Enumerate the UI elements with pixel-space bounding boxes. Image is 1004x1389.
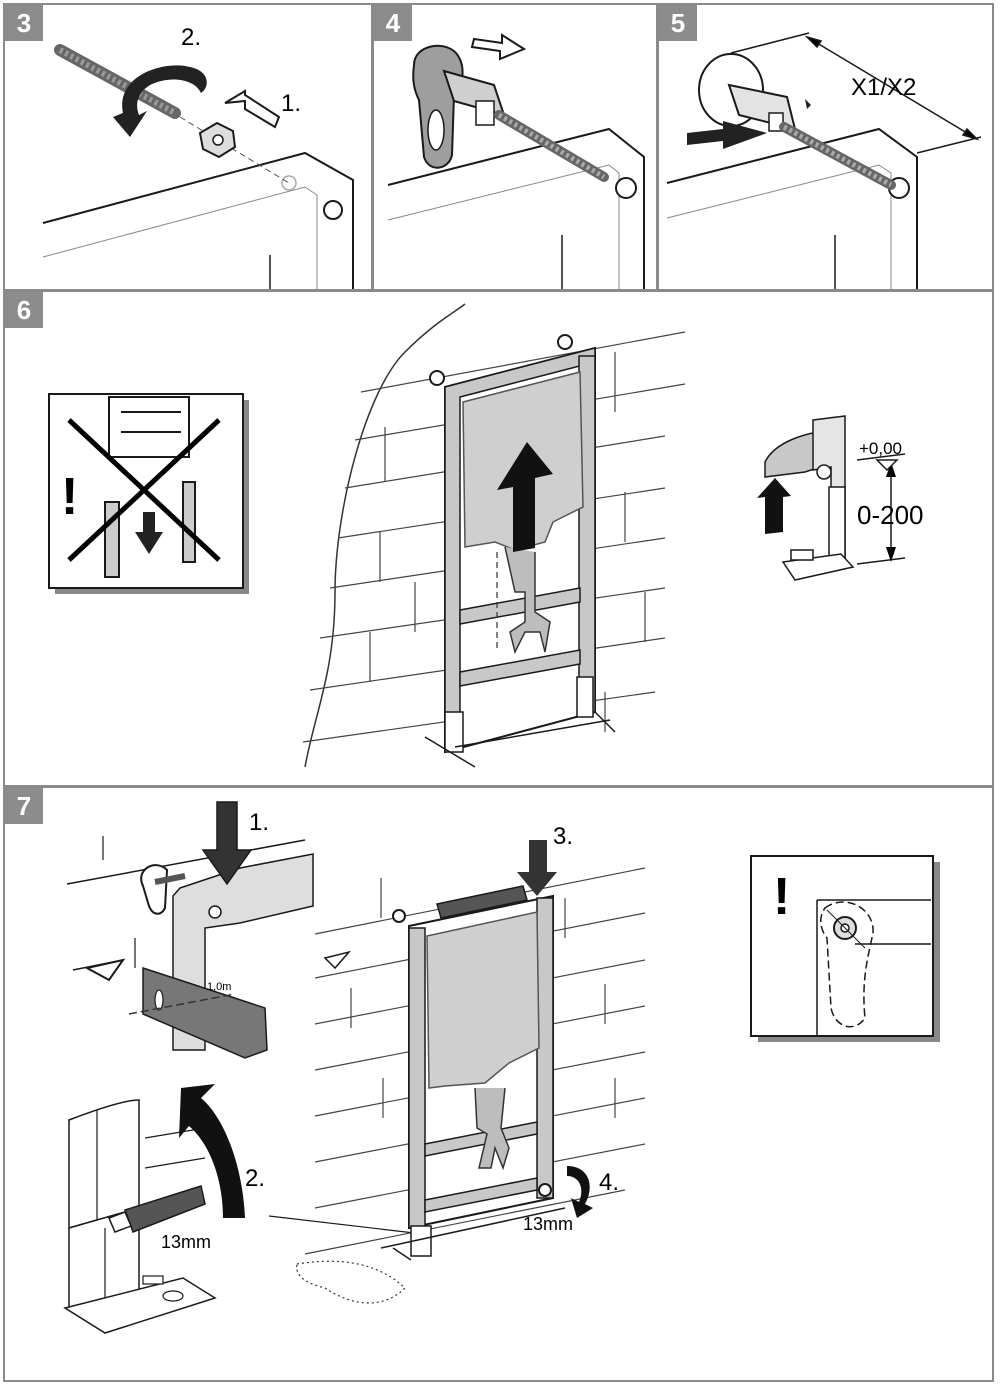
frame-top-corner bbox=[387, 127, 645, 289]
lift-arrow-icon bbox=[497, 442, 553, 552]
level-text: 1,0m bbox=[207, 981, 231, 993]
warning-icon: ! bbox=[773, 868, 790, 926]
wall-bracket bbox=[412, 44, 506, 169]
label-level: 3. bbox=[553, 823, 573, 850]
installation-frame bbox=[424, 334, 616, 768]
step-7-illustration: 1. 1,0m 2. 13mm bbox=[63, 801, 940, 1334]
mounting-hole bbox=[615, 177, 637, 199]
step-5-illustration: X1/X2 bbox=[666, 32, 982, 289]
step-4-panel: 4 bbox=[372, 3, 658, 291]
step-3-panel: 3 2. 1. bbox=[3, 3, 373, 291]
dimension-x1-x2 bbox=[730, 32, 982, 154]
level-mark-label: +0,00 bbox=[859, 439, 902, 458]
rotate-arrow-icon bbox=[113, 65, 207, 137]
step-5-panel: 5 X1/X2 bbox=[657, 3, 994, 291]
incorrect-adjustment-box bbox=[48, 393, 249, 594]
step-6-panel: 6 ! bbox=[3, 290, 994, 787]
mounting-hole-ghost bbox=[281, 175, 297, 191]
threaded-rod bbox=[54, 44, 181, 119]
label-rotate: 2. bbox=[181, 24, 201, 51]
pull-arrow-icon bbox=[470, 33, 527, 61]
label-press: 1. bbox=[249, 809, 269, 836]
step-number-badge: 4 bbox=[374, 5, 412, 41]
label-tighten: 2. bbox=[245, 1165, 265, 1192]
wrench-size-right: 13mm bbox=[523, 1214, 573, 1234]
down-arrow-icon bbox=[135, 512, 163, 554]
step-6-illustration: ! bbox=[48, 303, 924, 768]
push-arrow-icon bbox=[687, 121, 767, 149]
mounting-hole bbox=[323, 200, 343, 220]
step-number-badge: 5 bbox=[659, 5, 697, 41]
range-label: 0-200 bbox=[857, 500, 924, 530]
step-7-panel: 7 1. 1,0m bbox=[3, 786, 994, 1382]
frame-top-detail bbox=[66, 801, 314, 1059]
step-number-badge: 6 bbox=[5, 292, 43, 328]
tighten-arrow-icon bbox=[179, 1084, 245, 1218]
label-turn: 4. bbox=[599, 1169, 619, 1196]
step-number-badge: 3 bbox=[5, 5, 43, 41]
press-arrow-icon bbox=[201, 801, 253, 886]
step-4-illustration bbox=[387, 33, 645, 289]
height-adjust-detail bbox=[757, 415, 906, 581]
frame-top-corner bbox=[666, 127, 918, 289]
foot-tighten-detail bbox=[63, 1084, 424, 1334]
bracket-warning-box bbox=[750, 855, 940, 1042]
turn-arrow-icon bbox=[567, 1166, 593, 1218]
installation-frame bbox=[323, 840, 566, 1261]
floor-fill bbox=[296, 1260, 406, 1304]
push-arrow-icon bbox=[224, 89, 281, 129]
step-3-illustration: 2. 1. bbox=[42, 24, 354, 289]
wrench-size-left: 13mm bbox=[161, 1232, 211, 1252]
label-push: 1. bbox=[281, 90, 301, 117]
warning-icon: ! bbox=[61, 468, 78, 526]
dimension-label: X1/X2 bbox=[851, 74, 916, 101]
step-number-badge: 7 bbox=[5, 788, 43, 824]
frame-top-corner bbox=[42, 151, 354, 289]
wall-bracket bbox=[698, 53, 797, 132]
up-arrow-icon bbox=[757, 478, 791, 534]
